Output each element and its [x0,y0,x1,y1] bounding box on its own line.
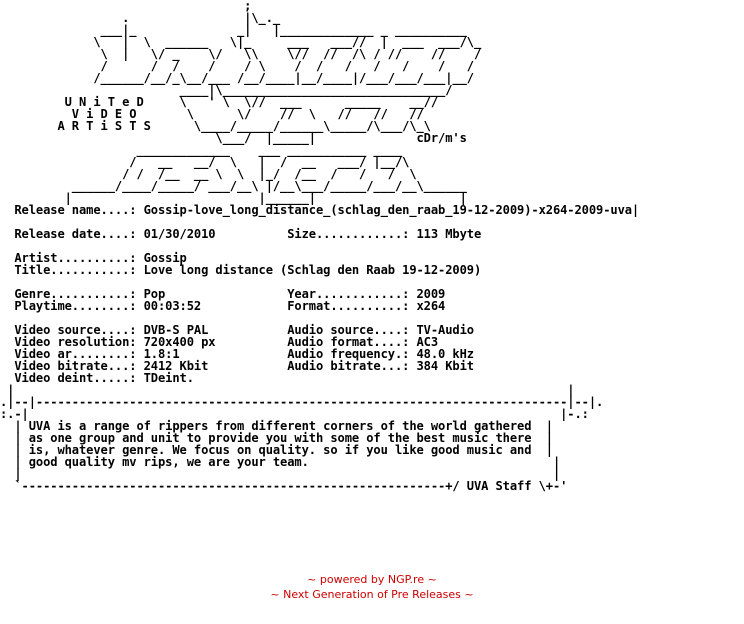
nfo-viewer: ; . |\_._ ___|_ _| |_____________ _ ____… [0,0,640,493]
footer-powered-by: ~ powered by NGP.re ~ [307,573,437,586]
footer-tagline: ~ Next Generation of Pre Releases ~ [270,588,474,601]
footer: ~ powered by NGP.re ~ ~ Next Generation … [0,572,744,602]
nfo-text: ; . |\_._ ___|_ _| |_____________ _ ____… [0,0,640,493]
